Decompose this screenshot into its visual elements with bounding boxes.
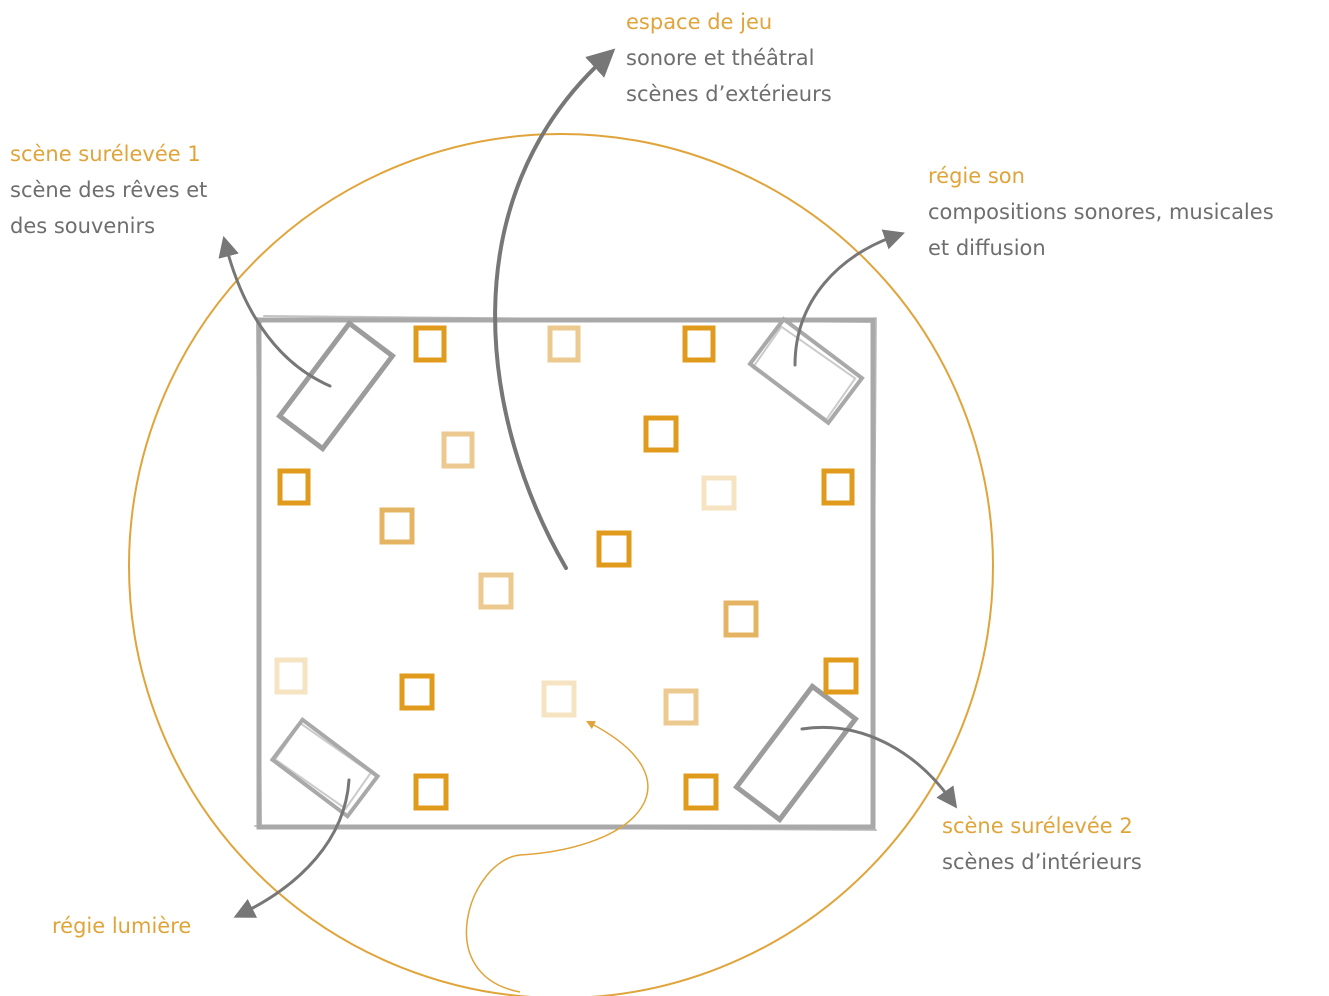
play-area-squares	[274, 325, 859, 811]
audience-flow-arrow	[465, 720, 649, 993]
label-regie-lumiere: régie lumière	[52, 908, 191, 944]
arrow-scene-surelevee-1	[218, 235, 332, 388]
label-espace-de-jeu: espace de jeu sonore et théâtral scènes …	[626, 4, 832, 112]
arrow-regie-lumiere	[233, 778, 351, 918]
venue-circle	[128, 133, 994, 996]
label-title: régie lumière	[52, 914, 192, 938]
arrow-regie-son	[793, 229, 905, 367]
label-line: des souvenirs	[10, 214, 156, 238]
square-marker	[441, 431, 475, 469]
square-marker	[682, 325, 716, 363]
label-line: sonore et théâtral	[626, 46, 815, 70]
square-marker	[701, 475, 737, 511]
square-marker	[723, 600, 759, 638]
lighting-booth	[269, 716, 381, 820]
square-marker	[823, 657, 859, 695]
label-line: scène des rêves et	[10, 178, 208, 202]
square-marker	[399, 673, 435, 711]
label-title: scène surélevée 2	[942, 814, 1133, 838]
label-scene-surelevee-1: scène surélevée 1 scène des rêves et des…	[10, 136, 207, 244]
raised-stage-2	[733, 682, 859, 824]
label-line: compositions sonores, musicales	[928, 200, 1274, 224]
stage-frame	[254, 315, 877, 831]
label-scene-surelevee-2: scène surélevée 2 scènes d’intérieurs	[942, 808, 1142, 880]
square-marker	[274, 657, 308, 695]
square-marker	[547, 325, 581, 363]
arrow-scene-surelevee-2	[800, 725, 958, 809]
square-marker	[663, 688, 699, 726]
square-marker	[277, 468, 311, 506]
square-marker	[413, 773, 449, 811]
label-title: espace de jeu	[626, 10, 773, 34]
sound-booth	[747, 316, 865, 426]
label-title: scène surélevée 1	[10, 142, 201, 166]
square-marker	[643, 415, 679, 453]
arrow-espace-de-jeu	[493, 48, 616, 570]
label-regie-son: régie son compositions sonores, musicale…	[928, 158, 1274, 266]
square-marker	[541, 680, 577, 718]
square-marker	[379, 507, 415, 545]
square-marker	[821, 468, 855, 506]
square-marker	[413, 325, 447, 363]
square-marker	[683, 773, 719, 811]
label-line: scènes d’intérieurs	[942, 850, 1142, 874]
square-marker	[478, 572, 514, 610]
label-line: et diffusion	[928, 236, 1046, 260]
label-line: scènes d’extérieurs	[626, 82, 832, 106]
raised-stage-1	[276, 319, 396, 453]
label-title: régie son	[928, 164, 1025, 188]
square-marker	[596, 530, 632, 568]
